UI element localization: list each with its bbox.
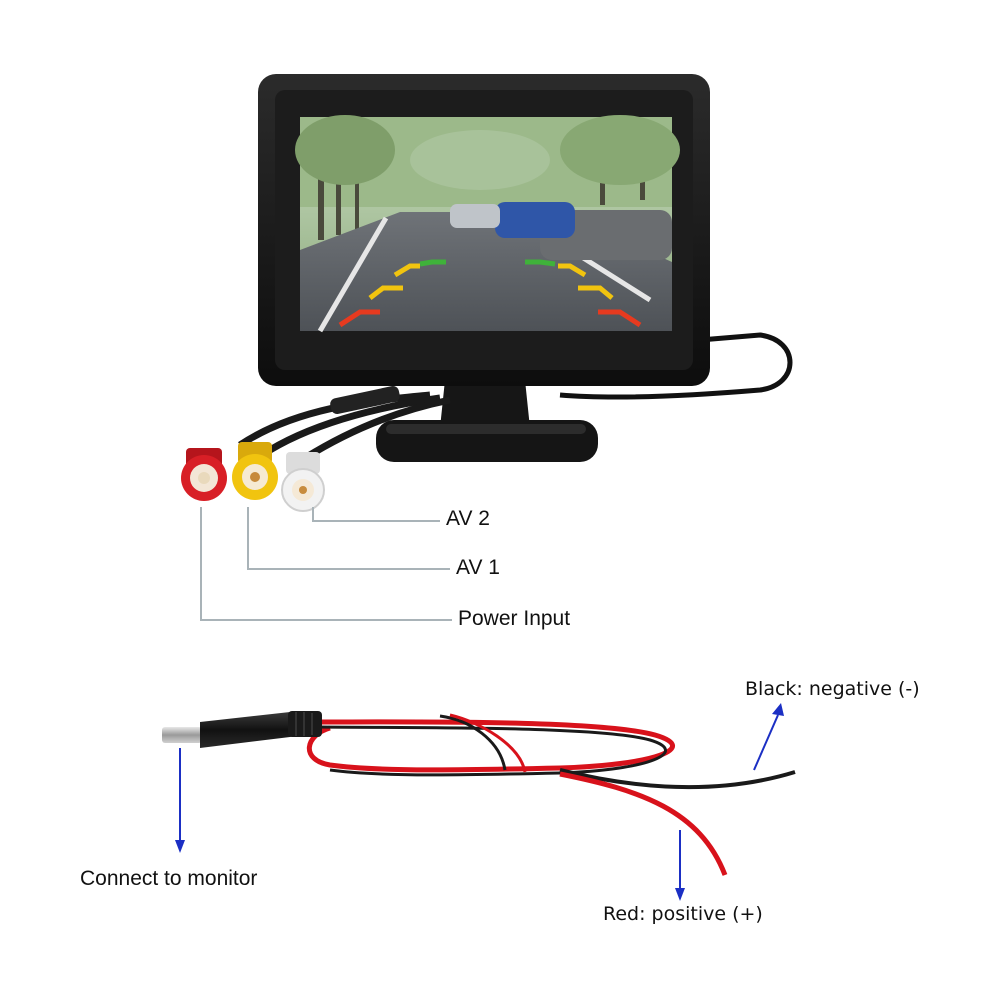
rca-red-plug-icon <box>181 448 227 501</box>
connect-to-monitor-label: Connect to monitor <box>80 867 258 890</box>
power-cable-icon <box>306 713 796 876</box>
power-input-label: Power Input <box>458 607 571 630</box>
monitor-icon <box>258 74 793 462</box>
av2-label: AV 2 <box>446 507 490 530</box>
dc-plug-icon <box>162 711 322 748</box>
leader-lines <box>200 507 452 621</box>
rca-white-plug-icon <box>281 452 325 512</box>
rca-cables <box>238 386 451 461</box>
rca-yellow-plug-icon <box>232 442 278 500</box>
arrows <box>175 703 784 901</box>
black-wire-label: Black: negative (-) <box>745 678 920 700</box>
av1-label: AV 1 <box>456 556 500 579</box>
red-wire-label: Red: positive (+) <box>603 903 763 925</box>
